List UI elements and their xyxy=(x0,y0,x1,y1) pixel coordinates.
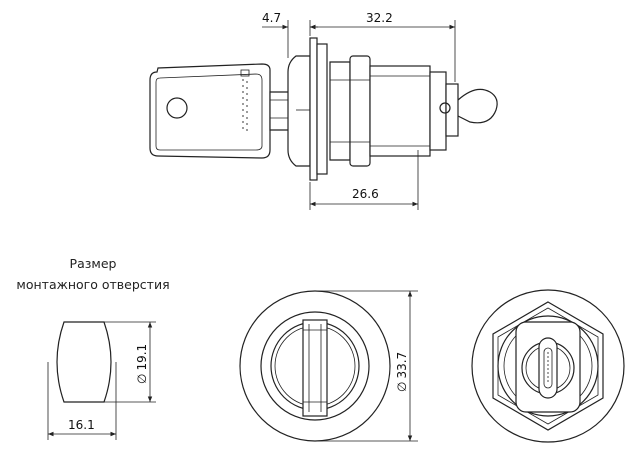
lock-body xyxy=(369,65,431,157)
dim-hole-diameter-label: ∅19.1 xyxy=(135,344,149,384)
rear-cam xyxy=(445,83,459,137)
rear-housing xyxy=(429,71,447,151)
dim-flange-thickness-label: 4.7 xyxy=(262,11,281,25)
cutout-label-line2: монтажного отверстия xyxy=(16,277,169,292)
mount-nut xyxy=(329,61,351,161)
dim-body-length: 26.6 xyxy=(309,150,419,210)
dim-flange-thickness: 4.7 xyxy=(262,11,318,58)
side-view xyxy=(149,37,498,181)
dim-flange-diameter-label: ∅33.7 xyxy=(395,352,409,392)
flange-plate-rear xyxy=(316,43,328,175)
key-ring-hole xyxy=(166,97,188,119)
dim-overall-length: 32.2 xyxy=(310,11,456,82)
key-grip-dots xyxy=(240,69,250,131)
front-view: ∅33.7 xyxy=(239,290,418,442)
front-bezel-ring xyxy=(260,311,370,421)
key-head xyxy=(149,63,271,159)
dim-hole-width-label: 16.1 xyxy=(68,418,95,432)
front-bezel xyxy=(287,55,311,167)
keyway-slot xyxy=(302,319,328,417)
dim-body-length-label: 26.6 xyxy=(352,187,379,201)
dim-overall-length-label: 32.2 xyxy=(366,11,393,25)
cutout-label-line1: Размер xyxy=(70,256,117,271)
cam-hole xyxy=(439,102,451,114)
rear-thread-ring xyxy=(497,315,599,417)
flange-plate-front xyxy=(309,37,318,181)
rear-view xyxy=(471,289,625,443)
cam-ring xyxy=(457,88,498,124)
mounting-hole-view: ∅19.1 16.1 xyxy=(47,321,156,440)
mounting-hole-outline xyxy=(56,321,112,403)
mount-washer xyxy=(349,55,371,167)
rear-flange-outer xyxy=(471,289,625,443)
